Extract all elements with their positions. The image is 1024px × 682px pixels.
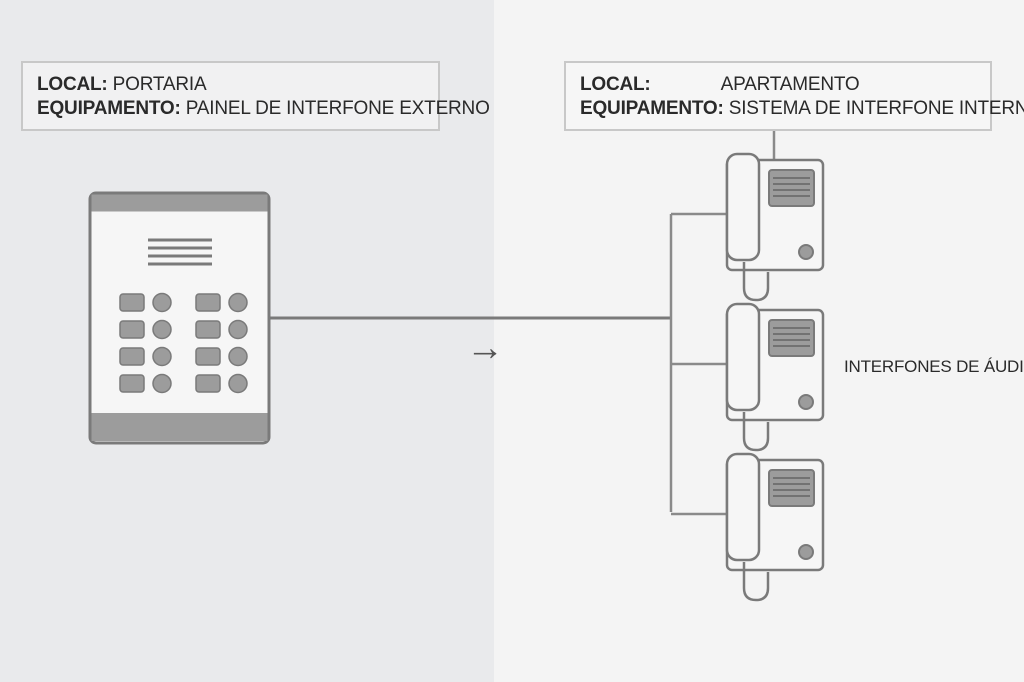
equipment-value: SISTEMA DE INTERFONE INTERNO: [728, 98, 1024, 119]
speaker: [768, 319, 815, 357]
talk-button: [798, 244, 814, 260]
audio-handset-icon: [671, 152, 825, 302]
handset-stack: [671, 152, 825, 602]
keypad-button: [119, 347, 145, 366]
local-key: LOCAL:: [580, 74, 651, 95]
keypad-button: [119, 374, 145, 393]
call-button: [152, 346, 172, 367]
keypad-button: [195, 374, 221, 393]
keypad-button: [119, 320, 145, 339]
speaker-grille-icon: [148, 238, 212, 266]
keypad-button: [195, 293, 221, 312]
coiled-cord: [742, 262, 770, 302]
call-button: [228, 346, 248, 367]
call-button: [228, 373, 248, 394]
audio-intercoms-label: INTERFONES DE ÁUDIO: [844, 357, 1024, 376]
panel-button-grid: [119, 292, 248, 394]
arrow-right-icon: →: [466, 327, 504, 369]
equipment-value: PAINEL DE INTERFONE EXTERNO: [185, 98, 490, 119]
label-box-portaria: LOCAL: PORTARIA EQUIPAMENTO: PAINEL DE I…: [21, 61, 490, 131]
equipment-row: EQUIPAMENTO: SISTEMA DE INTERFONE INTERN…: [580, 97, 1024, 121]
local-row: LOCAL: PORTARIA: [37, 73, 424, 97]
keypad-button: [119, 293, 145, 312]
speaker: [768, 469, 815, 507]
call-button: [152, 373, 172, 394]
talk-button: [798, 394, 814, 410]
audio-handset-icon: [671, 452, 825, 602]
handset: [725, 452, 761, 562]
keypad-button: [195, 347, 221, 366]
audio-handset-icon: [671, 302, 825, 452]
keypad-button: [195, 320, 221, 339]
equipment-row: EQUIPAMENTO: PAINEL DE INTERFONE EXTERNO: [37, 97, 490, 121]
speaker: [768, 169, 815, 207]
talk-button: [798, 544, 814, 560]
handset: [725, 152, 761, 262]
local-value: PORTARIA: [112, 74, 207, 95]
external-intercom-panel: [88, 191, 271, 445]
handset: [725, 302, 761, 412]
equipment-key: EQUIPAMENTO:: [580, 98, 724, 119]
local-key: LOCAL:: [37, 74, 108, 95]
call-button: [152, 292, 172, 313]
local-row: LOCAL: APARTAMENTO: [580, 73, 976, 97]
coiled-cord: [742, 412, 770, 452]
call-button: [228, 292, 248, 313]
coiled-cord: [742, 562, 770, 602]
local-value: APARTAMENTO: [720, 74, 860, 95]
call-button: [152, 319, 172, 340]
equipment-key: EQUIPAMENTO:: [37, 98, 181, 119]
call-button: [228, 319, 248, 340]
label-box-apartamento: LOCAL: APARTAMENTO EQUIPAMENTO: SISTEMA …: [564, 61, 1024, 131]
